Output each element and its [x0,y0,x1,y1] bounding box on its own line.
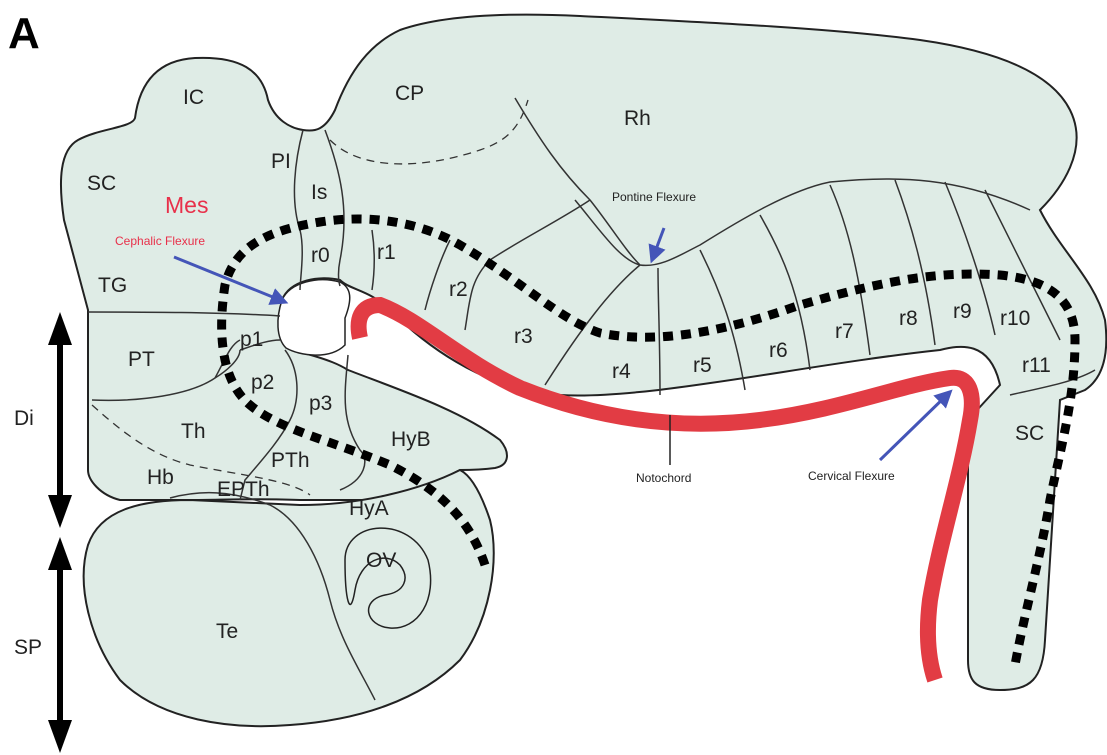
label-ov: OV [366,549,396,572]
label-p1: p1 [240,328,263,351]
label-r8: r8 [899,307,918,330]
label-sp: SP [14,636,42,659]
label-tg: TG [98,274,127,297]
label-r1: r1 [377,241,396,264]
label-r3: r3 [514,325,533,348]
label-te: Te [216,620,238,643]
label-r9: r9 [953,300,972,323]
label-pth: PTh [271,449,310,472]
label-r0: r0 [311,244,330,267]
flexure-cavity [278,280,350,355]
label-cervical-flexure: Cervical Flexure [808,469,895,483]
label-hya: HyA [349,497,389,520]
label-cephalic-flexure: Cephalic Flexure [115,234,205,248]
label-di: Di [14,407,34,430]
label-r5: r5 [693,354,712,377]
panel-label: A [8,9,40,58]
label-p3: p3 [309,392,332,415]
label-r7: r7 [835,320,854,343]
label-cp: CP [395,82,424,105]
label-mes: Mes [165,192,208,218]
label-hyb: HyB [391,428,431,451]
label-r10: r10 [1000,307,1030,330]
axis-labels: Di SP [14,407,42,659]
label-r2: r2 [449,278,468,301]
label-pt: PT [128,348,155,371]
label-pi: PI [271,150,291,173]
label-sc-spine: SC [1015,422,1044,445]
label-sc-mes: SC [87,172,116,195]
label-is: Is [311,181,327,204]
axis-arrows [48,312,72,753]
telencephalon-lobe [84,470,494,726]
label-rh: Rh [624,107,651,130]
cervical-flexure-arrow [880,392,950,460]
label-pontine-flexure: Pontine Flexure [612,190,696,204]
label-notochord: Notochord [636,471,691,485]
label-hb: Hb [147,466,174,489]
label-ic: IC [183,86,204,109]
label-th: Th [181,420,206,443]
label-r4: r4 [612,360,631,383]
label-r11: r11 [1022,354,1051,377]
label-epth: EPTh [217,478,270,501]
label-p2: p2 [251,371,274,394]
label-r6: r6 [769,339,788,362]
